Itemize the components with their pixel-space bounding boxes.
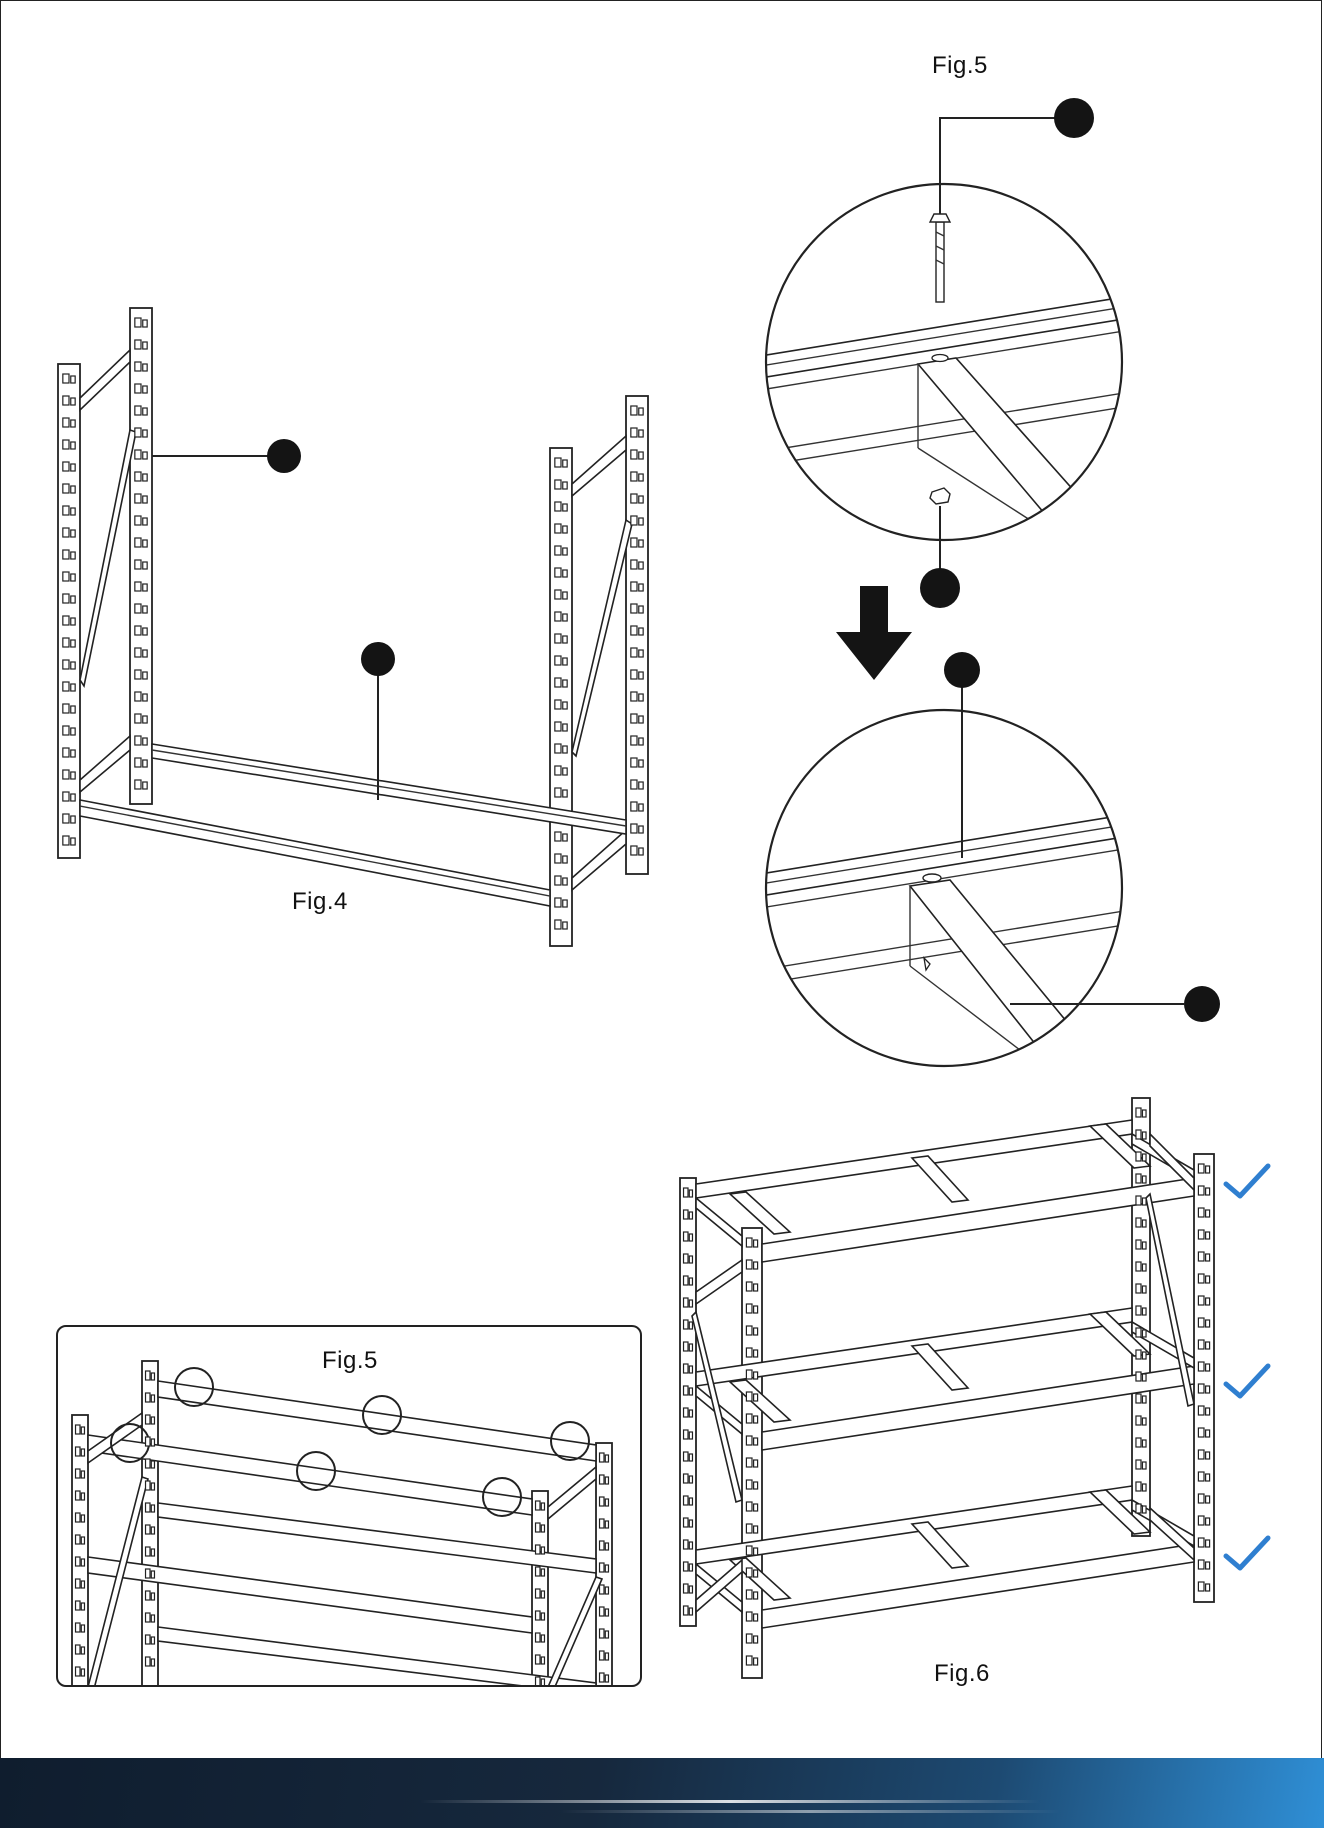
footer-band <box>0 1758 1324 1828</box>
fig6-rack <box>680 1098 1214 1678</box>
fig6-label: Fig.6 <box>934 1660 990 1688</box>
check-icon-top <box>1226 1166 1268 1196</box>
check-icon-middle <box>1226 1366 1268 1396</box>
check-icon-bottom <box>1226 1538 1268 1568</box>
